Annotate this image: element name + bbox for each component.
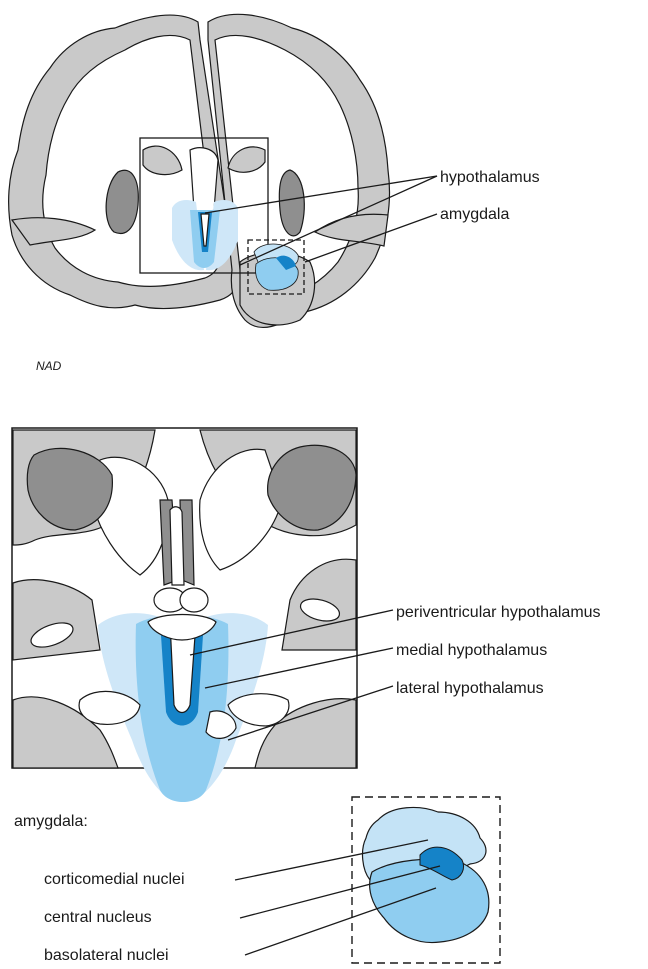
coronal-brain-section (9, 14, 390, 327)
amygdala-detail (352, 797, 500, 963)
label-periventricular-hypothalamus: periventricular hypothalamus (396, 604, 601, 621)
label-central-nucleus: central nucleus (44, 909, 152, 926)
label-corticomedial-nuclei: corticomedial nuclei (44, 871, 185, 888)
amygdala-heading: amygdala: (14, 813, 88, 830)
label-medial-hypothalamus: medial hypothalamus (396, 642, 547, 659)
label-amygdala: amygdala (440, 206, 509, 223)
label-hypothalamus: hypothalamus (440, 169, 540, 186)
basolateral-nuclei (370, 859, 489, 942)
fornix-column (170, 507, 184, 585)
anterior-commissure-right (180, 588, 208, 612)
artist-signature: NAD (36, 359, 62, 373)
label-lateral-hypothalamus: lateral hypothalamus (396, 680, 544, 697)
label-basolateral-nuclei: basolateral nuclei (44, 947, 169, 964)
hypothalamus-detail (12, 428, 357, 802)
